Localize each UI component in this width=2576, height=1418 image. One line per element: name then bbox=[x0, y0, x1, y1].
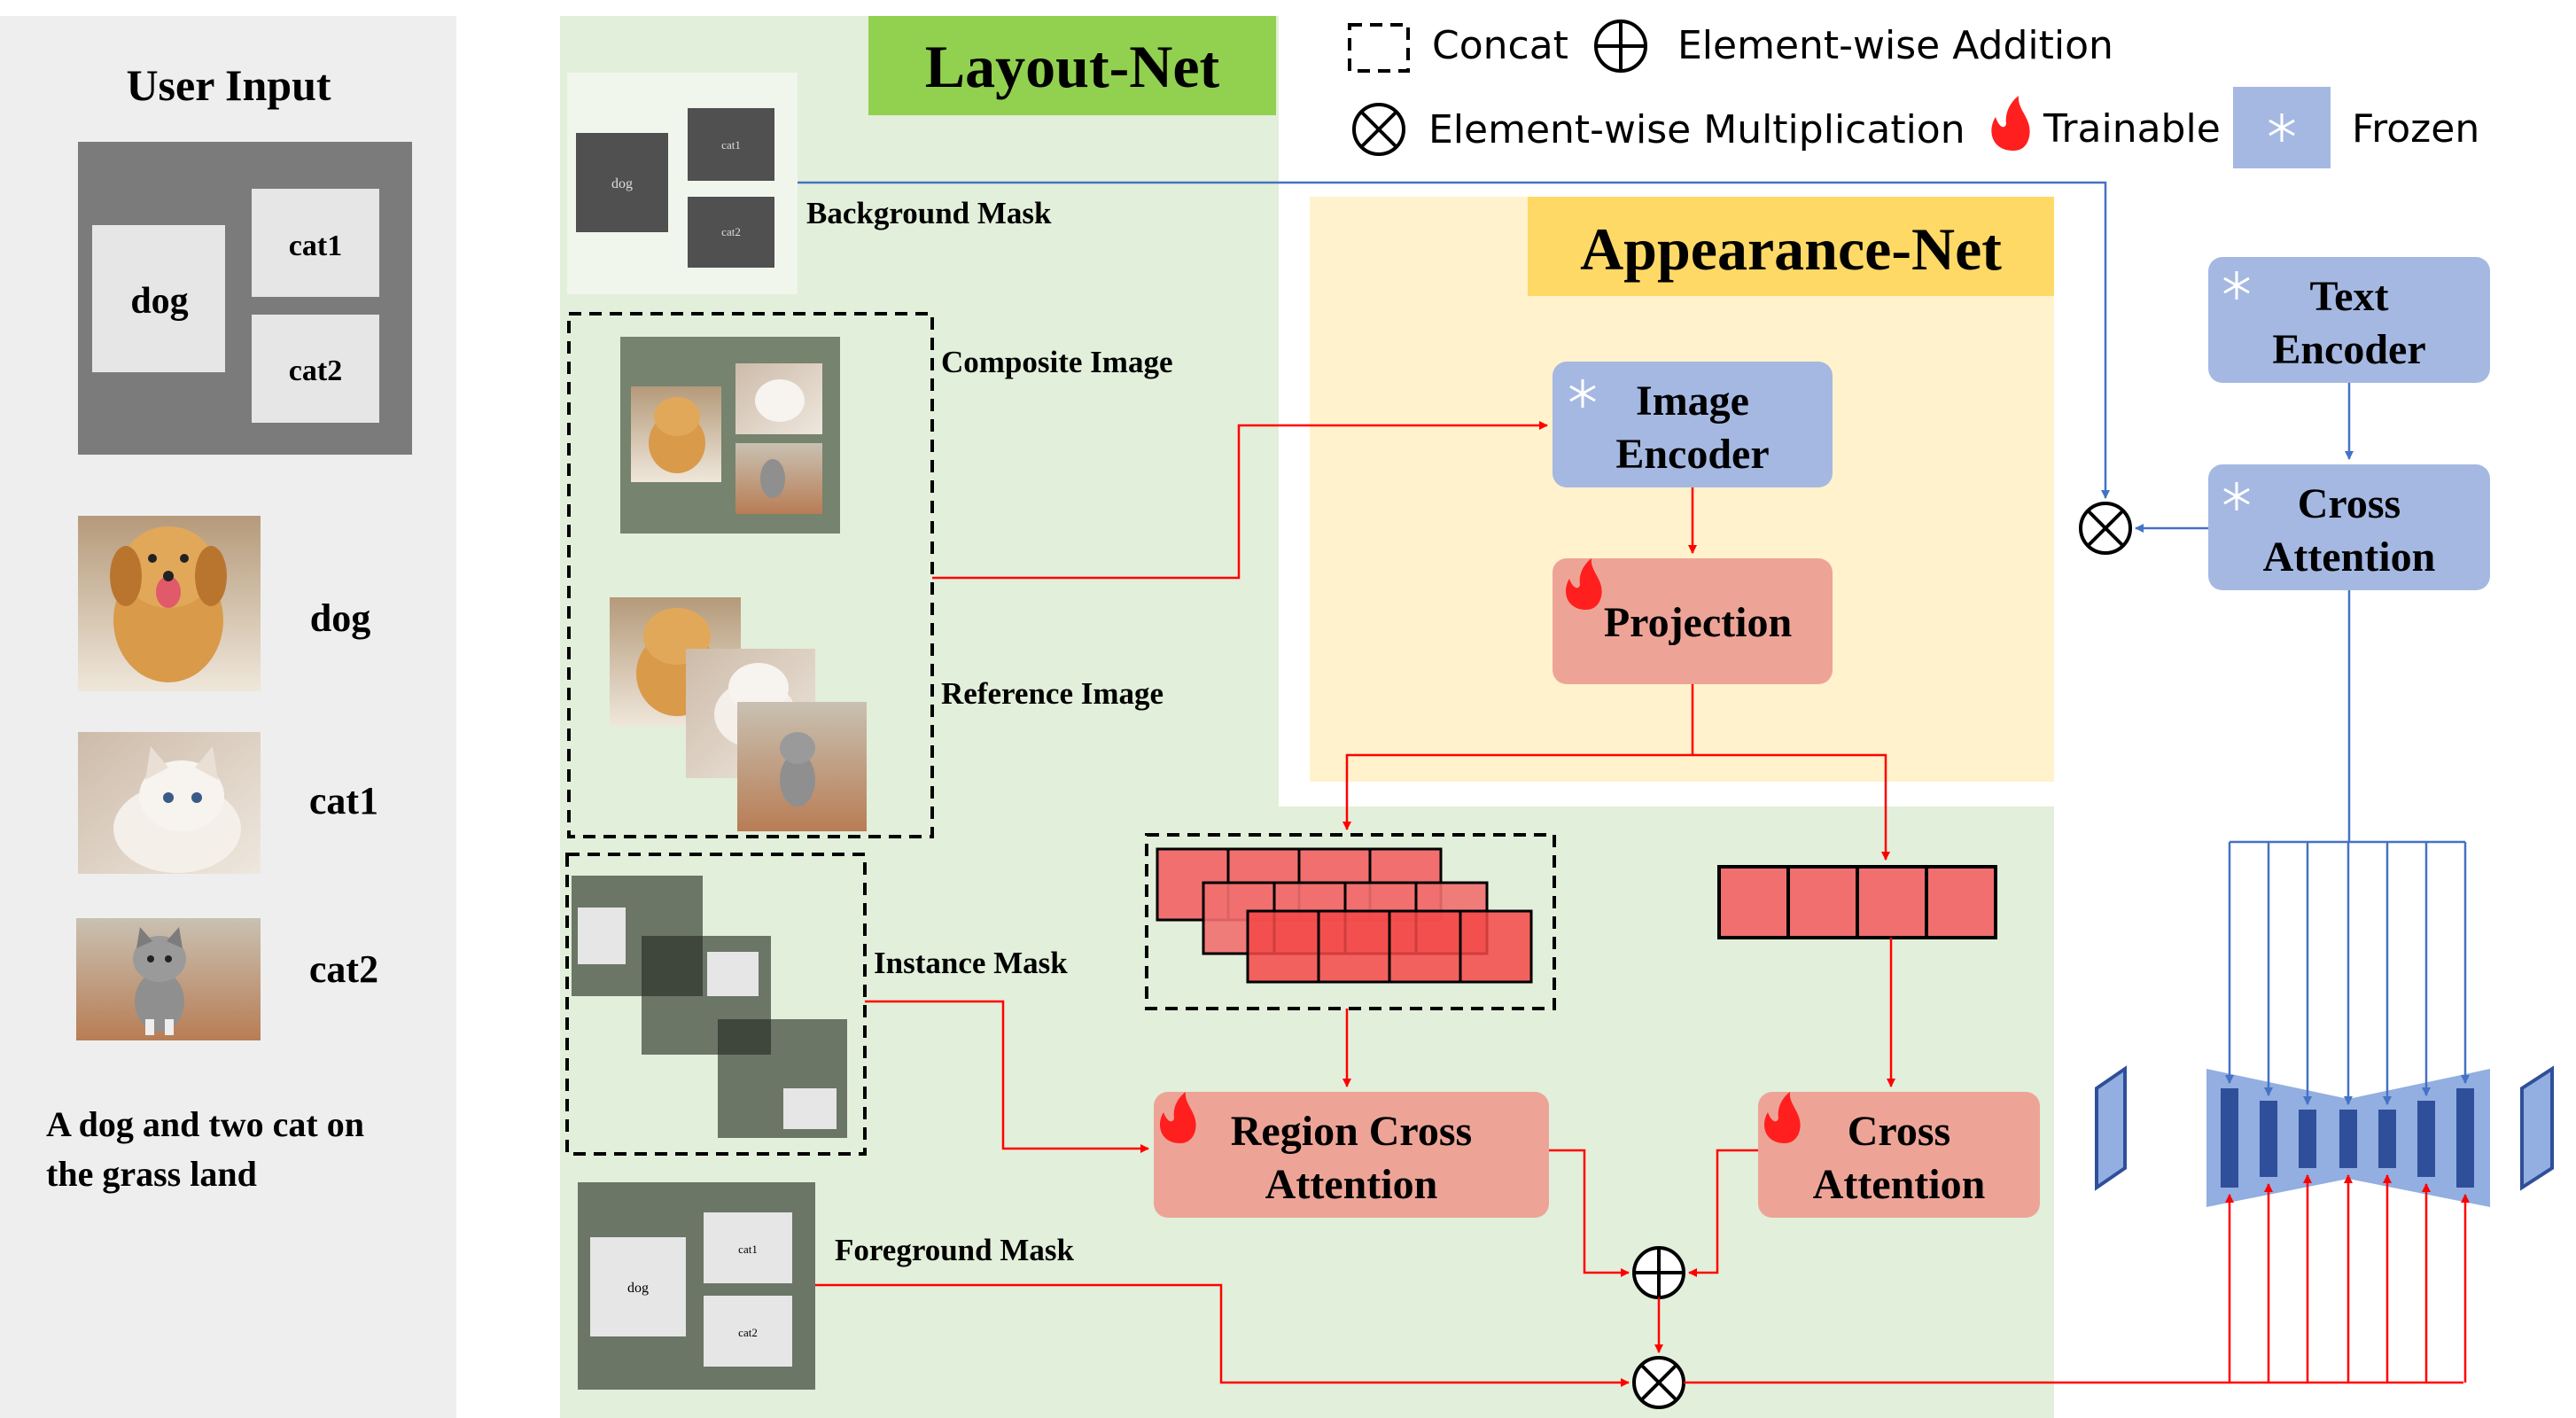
composite-image bbox=[620, 337, 840, 534]
legend-multiplication-label: Element-wise Multiplication bbox=[1428, 107, 1965, 152]
image-encoder-snowflake-icon bbox=[1569, 379, 1596, 408]
top-multiplication-node-icon bbox=[2079, 502, 2132, 555]
user-layout-box: dog cat1 cat2 bbox=[78, 142, 412, 455]
legend-concat-swatch bbox=[1348, 23, 1410, 73]
region-cross-attention-block: Region Cross Attention bbox=[1154, 1092, 1549, 1218]
snowflake-icon bbox=[2269, 113, 2295, 142]
region-cross-attention-flame-icon bbox=[1159, 1092, 1196, 1143]
text-encoder-snowflake-icon bbox=[2223, 271, 2250, 300]
frozen-cross-attention-line-1: Cross bbox=[2298, 480, 2401, 527]
legend-addition-label: Element-wise Addition bbox=[1677, 23, 2113, 68]
flame-icon bbox=[1991, 96, 2030, 151]
legend: Concat Element-wise Addition Element-wis… bbox=[1348, 19, 2479, 168]
prompt-line-2: the grass land bbox=[46, 1154, 257, 1194]
layout-label-cat2: cat2 bbox=[289, 354, 342, 387]
text-encoder-line-2: Encoder bbox=[2272, 326, 2425, 373]
photo-label-dog: dog bbox=[310, 596, 370, 640]
photo-cat2 bbox=[76, 918, 261, 1040]
instance-mask bbox=[572, 876, 847, 1138]
addition-symbol-icon bbox=[1594, 19, 1647, 73]
projection-flame-icon bbox=[1565, 558, 1602, 610]
layout-net-title: Layout-Net bbox=[925, 33, 1220, 100]
frozen-cross-attention-snowflake-icon bbox=[2223, 482, 2250, 510]
prompt-line-1: A dog and two cat on bbox=[46, 1104, 364, 1144]
image-encoder-line-1: Image bbox=[1636, 378, 1749, 425]
legend-trainable-label: Trainable bbox=[2043, 106, 2221, 152]
reference-image bbox=[610, 597, 867, 831]
reference-image-label: Reference Image bbox=[941, 676, 1163, 711]
foreground-mask-label: Foreground Mask bbox=[835, 1233, 1075, 1267]
multiplication-node-icon bbox=[1632, 1356, 1685, 1409]
blue-arrows bbox=[798, 181, 2470, 1105]
region-cross-attention-line-1: Region Cross bbox=[1231, 1108, 1472, 1155]
bg-mask-label-dog: dog bbox=[611, 176, 633, 191]
photo-label-cat2: cat2 bbox=[309, 947, 378, 991]
foreground-mask: dog cat1 cat2 bbox=[578, 1182, 815, 1390]
appearance-net-title: Appearance-Net bbox=[1580, 215, 2002, 283]
addition-node-icon bbox=[1632, 1246, 1685, 1299]
fg-mask-label-dog: dog bbox=[627, 1281, 649, 1296]
feature-stack-concat bbox=[1145, 833, 1556, 1010]
feature-tokens-row bbox=[1717, 865, 1997, 939]
image-encoder-line-2: Encoder bbox=[1615, 431, 1769, 478]
user-input-title: User Input bbox=[126, 60, 331, 110]
cross-attention-block: Cross Attention bbox=[1758, 1092, 2040, 1218]
feature-stack-layer-3 bbox=[1246, 909, 1533, 984]
legend-concat-label: Concat bbox=[1432, 23, 1568, 68]
text-encoder-block: Text Encoder bbox=[2208, 257, 2490, 383]
appearance-net-title-bg bbox=[1528, 197, 2054, 296]
composite-image-label: Composite Image bbox=[941, 345, 1173, 379]
frozen-cross-attention-line-2: Attention bbox=[2263, 534, 2436, 580]
cross-attention-flame-icon bbox=[1763, 1092, 1801, 1143]
frozen-cross-attention-block: Cross Attention bbox=[2208, 464, 2490, 590]
layout-net-title-bg bbox=[868, 16, 1276, 115]
instance-mask-concat bbox=[565, 853, 867, 1156]
projection-label: Projection bbox=[1604, 599, 1792, 646]
region-cross-attention-line-2: Attention bbox=[1265, 1161, 1438, 1208]
fg-mask-label-cat2: cat2 bbox=[738, 1326, 758, 1339]
multiplication-symbol-icon bbox=[1352, 103, 1405, 156]
red-arrows bbox=[815, 421, 2470, 1387]
background-mask-label: Background Mask bbox=[806, 196, 1052, 230]
bg-mask-label-cat2: cat2 bbox=[721, 225, 741, 238]
text-encoder-line-1: Text bbox=[2310, 273, 2389, 320]
bg-mask-label-cat1: cat1 bbox=[721, 138, 741, 152]
fg-mask-label-cat1: cat1 bbox=[738, 1243, 758, 1256]
layout-label-dog: dog bbox=[130, 281, 188, 322]
projection-block: Projection bbox=[1553, 558, 1833, 684]
background-mask: dog cat1 cat2 bbox=[567, 73, 798, 294]
photo-cat1 bbox=[78, 732, 261, 874]
image-encoder-block: Image Encoder bbox=[1553, 362, 1833, 487]
instance-mask-label: Instance Mask bbox=[874, 946, 1068, 980]
user-input-panel: User Input dog cat1 cat2 dog bbox=[0, 16, 456, 1418]
photo-label-cat1: cat1 bbox=[309, 779, 378, 822]
cross-attention-line-1: Cross bbox=[1848, 1108, 1950, 1155]
legend-frozen-label: Frozen bbox=[2352, 106, 2479, 152]
cross-attention-line-2: Attention bbox=[1813, 1161, 1986, 1208]
photo-dog bbox=[78, 516, 261, 691]
unet-diagram bbox=[2095, 1065, 2554, 1207]
layout-label-cat1: cat1 bbox=[289, 230, 342, 262]
composite-reference-concat bbox=[567, 312, 934, 838]
